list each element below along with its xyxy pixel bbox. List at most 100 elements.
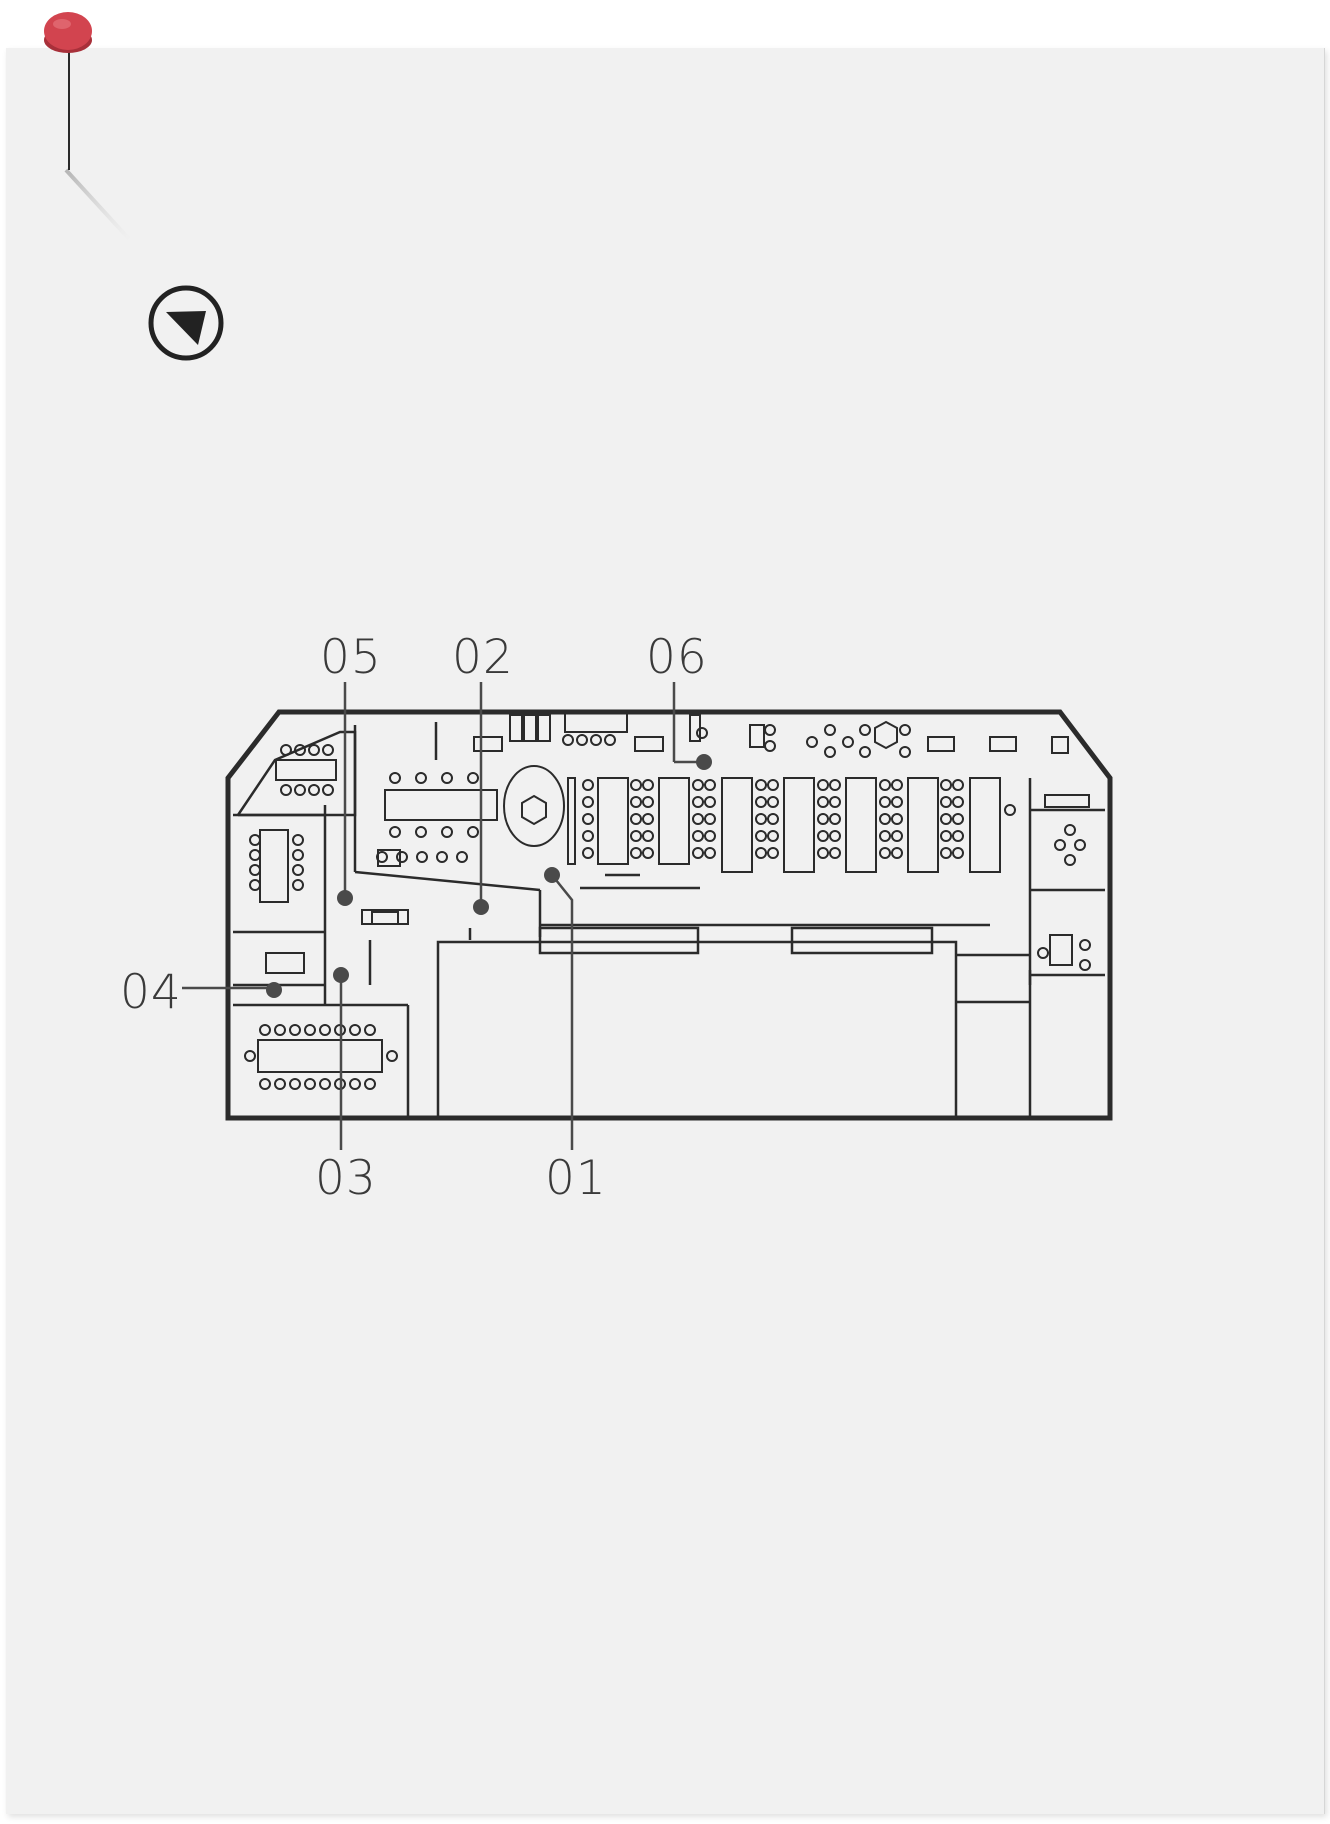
chair	[386, 1050, 398, 1062]
chair	[899, 746, 911, 758]
chair	[642, 779, 654, 791]
chair	[704, 830, 716, 842]
chair	[642, 830, 654, 842]
chair	[891, 796, 903, 808]
chair	[940, 813, 952, 825]
chair	[389, 826, 401, 838]
label-03: 03	[315, 1151, 377, 1206]
chair	[319, 1024, 331, 1036]
plan-furniture	[257, 711, 1090, 1073]
chair	[692, 847, 704, 859]
leader-lines	[182, 682, 702, 1150]
chair	[376, 851, 388, 863]
chair	[1054, 839, 1066, 851]
chair	[308, 744, 320, 756]
chair	[642, 796, 654, 808]
chair	[582, 813, 594, 825]
chair	[349, 1078, 361, 1090]
chair	[576, 734, 588, 746]
marker-04	[266, 982, 282, 998]
chair	[642, 847, 654, 859]
chair	[692, 796, 704, 808]
chair	[1079, 959, 1091, 971]
marker-02	[473, 899, 489, 915]
chair	[755, 779, 767, 791]
chair	[764, 740, 776, 752]
chair	[441, 772, 453, 784]
chair	[829, 830, 841, 842]
chair	[642, 813, 654, 825]
chair	[692, 779, 704, 791]
chair	[829, 779, 841, 791]
label-06: 06	[646, 630, 708, 685]
chair	[630, 779, 642, 791]
chair	[294, 744, 306, 756]
chair	[467, 826, 479, 838]
chair	[940, 796, 952, 808]
chair	[767, 830, 779, 842]
chair	[292, 834, 304, 846]
chair	[364, 1078, 376, 1090]
chair	[755, 830, 767, 842]
chair	[817, 796, 829, 808]
chair	[292, 864, 304, 876]
chair	[441, 826, 453, 838]
chair	[1037, 947, 1049, 959]
chair	[304, 1024, 316, 1036]
chair	[1064, 824, 1076, 836]
chair	[817, 779, 829, 791]
chair	[604, 734, 616, 746]
chair	[582, 796, 594, 808]
chair	[755, 847, 767, 859]
chair	[389, 772, 401, 784]
plan-chairs	[244, 724, 1091, 1090]
chair	[859, 746, 871, 758]
chair	[415, 826, 427, 838]
plan-outline	[225, 709, 1113, 1121]
chair	[630, 830, 642, 842]
chair	[696, 727, 708, 739]
chair	[764, 724, 776, 736]
marker-06	[696, 754, 712, 770]
chair	[704, 847, 716, 859]
chair	[755, 813, 767, 825]
chair	[322, 744, 334, 756]
chair	[280, 744, 292, 756]
chair	[829, 847, 841, 859]
chair	[879, 779, 891, 791]
chair	[249, 864, 261, 876]
chair	[879, 830, 891, 842]
chair	[582, 847, 594, 859]
chair	[582, 779, 594, 791]
chair	[590, 734, 602, 746]
chair	[308, 784, 320, 796]
label-04: 04	[120, 965, 182, 1020]
chair	[562, 734, 574, 746]
chair	[817, 813, 829, 825]
chair	[294, 784, 306, 796]
chair	[415, 772, 427, 784]
chair	[806, 736, 818, 748]
marker-05	[337, 890, 353, 906]
chair	[891, 847, 903, 859]
chair	[630, 813, 642, 825]
marker-01	[544, 867, 560, 883]
chair	[952, 813, 964, 825]
chair	[274, 1078, 286, 1090]
chair	[842, 736, 854, 748]
north-arrow-icon	[148, 285, 224, 361]
chair	[1079, 939, 1091, 951]
chair	[767, 813, 779, 825]
chair	[952, 830, 964, 842]
chair	[891, 830, 903, 842]
chair	[349, 1024, 361, 1036]
chair	[952, 779, 964, 791]
label-01: 01	[545, 1151, 607, 1206]
chair	[817, 830, 829, 842]
chair	[249, 849, 261, 861]
chair	[859, 724, 871, 736]
chair	[692, 813, 704, 825]
chair	[249, 834, 261, 846]
chair	[952, 847, 964, 859]
push-pin-icon	[44, 12, 132, 242]
